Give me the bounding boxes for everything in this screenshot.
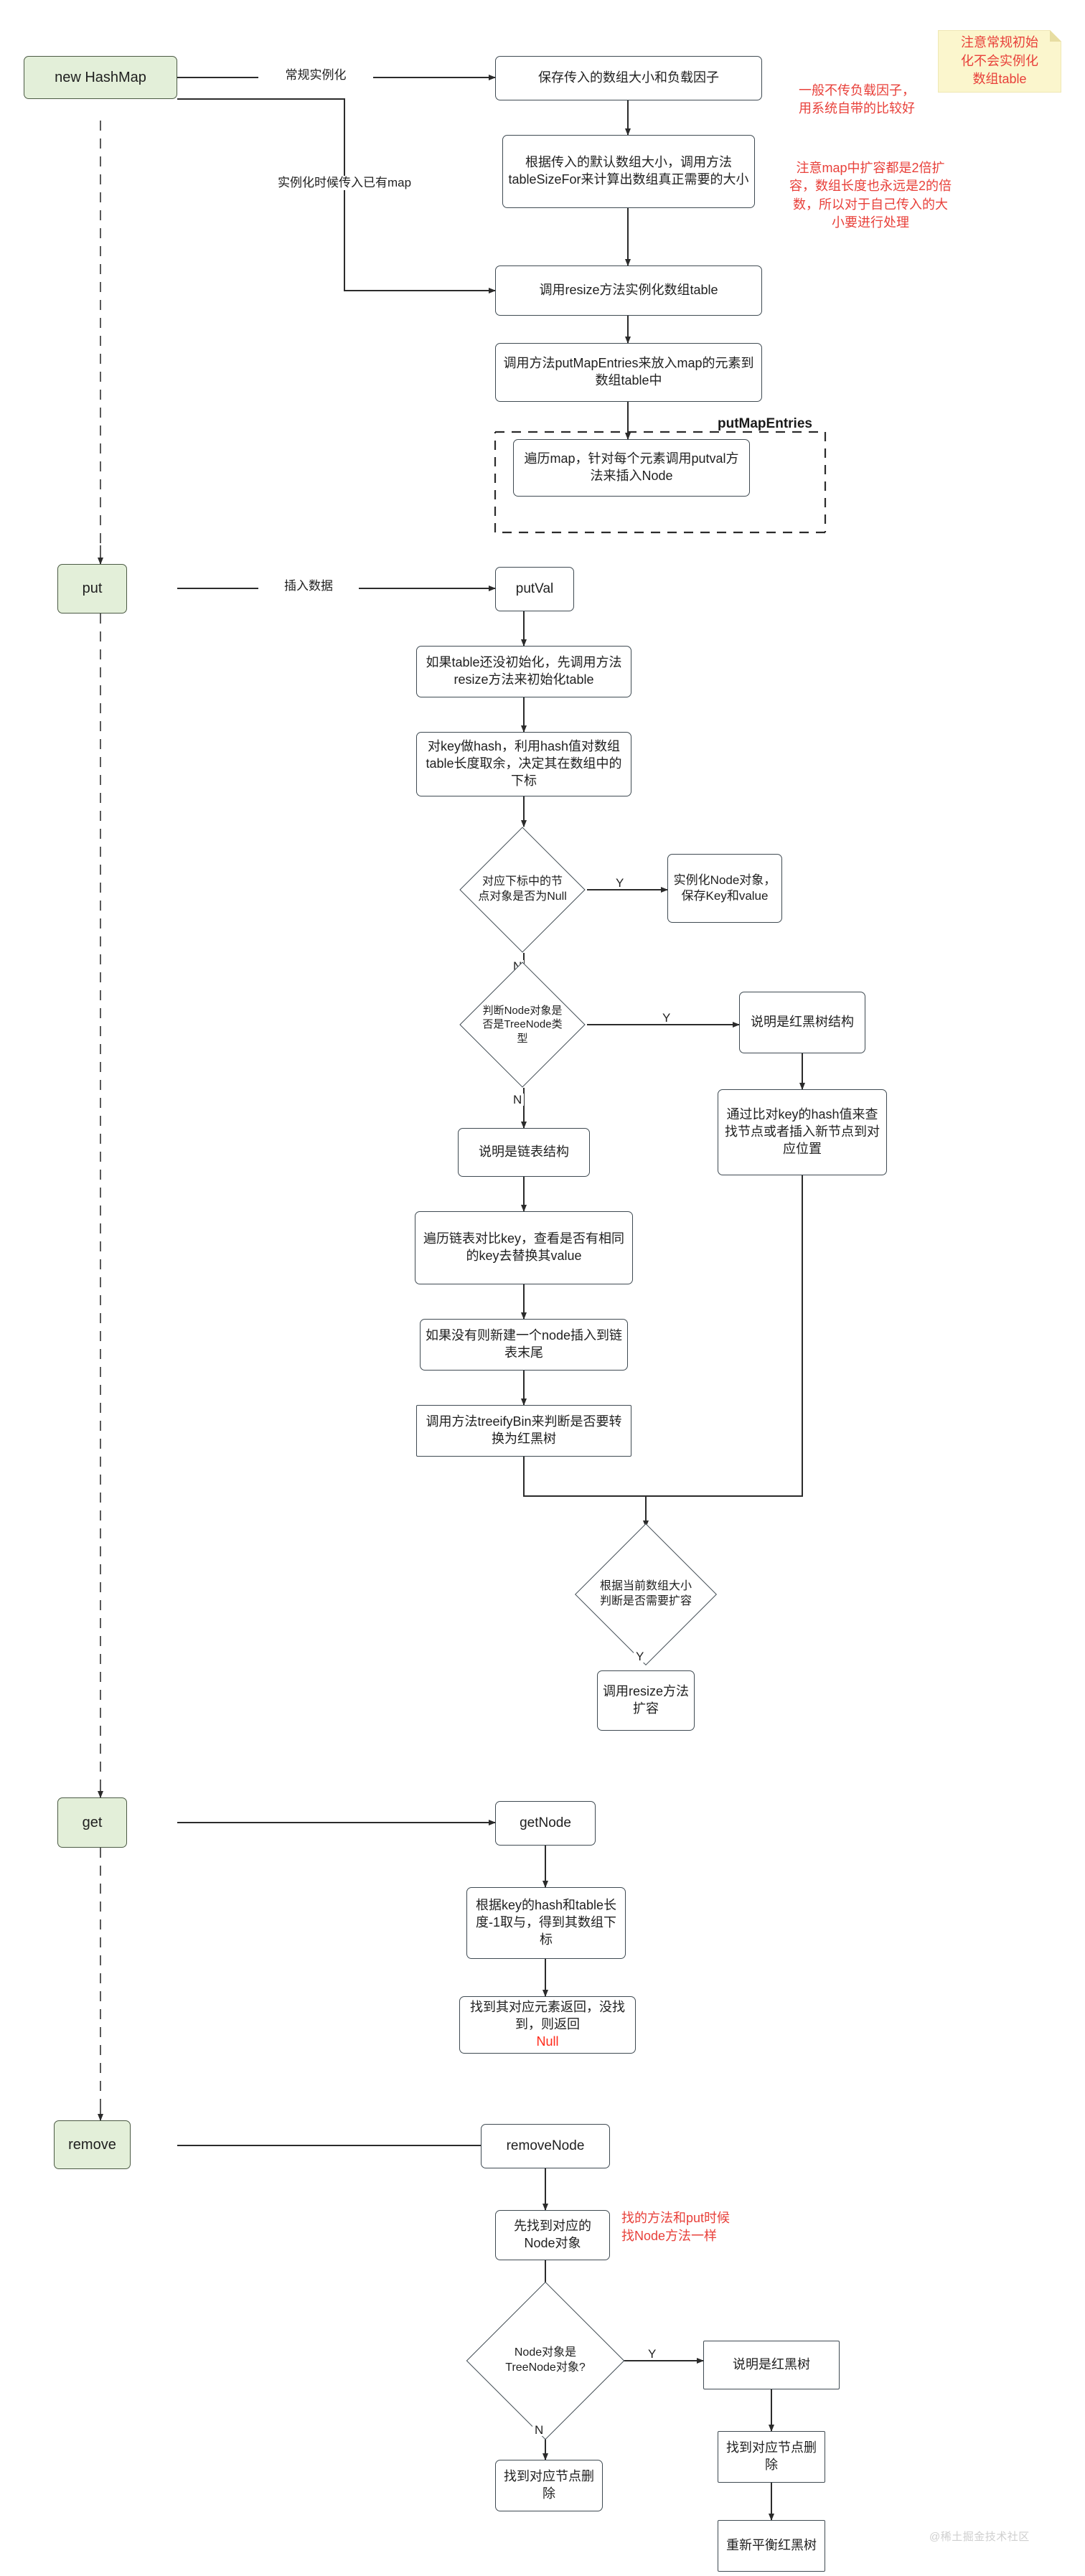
node-remove-find-delete-list[interactable]: 找到对应节点删除 <box>495 2460 603 2511</box>
decision-is-node-null[interactable]: 对应下标中的节点对象是否为Null <box>459 827 586 953</box>
node-save-params[interactable]: 保存传入的数组大小和负载因子 <box>495 56 762 100</box>
decision-remove-is-treenode-label: Node对象是TreeNode对象? <box>505 2346 586 2374</box>
edge-label-insert-data: 插入数据 <box>258 579 359 594</box>
edge-label-instantiate-with-map: 实例化时候传入已有map <box>237 176 452 191</box>
branch-label-resize-yes: Y <box>634 1650 647 1663</box>
node-init-table-if-null[interactable]: 如果table还没初始化，先调用方法resize方法来初始化table <box>416 646 631 697</box>
lifeline-remove[interactable]: remove <box>54 2120 131 2169</box>
node-putval[interactable]: putVal <box>495 567 574 611</box>
decision-is-node-null-label: 对应下标中的节点对象是否为Null <box>478 875 567 903</box>
branch-label-treenode-yes: Y <box>660 1012 673 1024</box>
node-rebalance-rbtree[interactable]: 重新平衡红黑树 <box>718 2520 825 2572</box>
node-remove-find-delete-tree[interactable]: 找到对应节点删除 <box>718 2431 825 2483</box>
node-resize-init-table[interactable]: 调用resize方法实例化数组table <box>495 265 762 316</box>
note-load-factor: 一般不传负载因子， 用系统自带的比较好 <box>799 83 915 116</box>
node-remove-is-rbtree[interactable]: 说明是红黑树 <box>703 2341 840 2389</box>
lifeline-get-label: get <box>82 1814 103 1830</box>
decision-remove-is-treenode[interactable]: Node对象是TreeNode对象? <box>466 2281 625 2440</box>
lifeline-get[interactable]: get <box>57 1797 127 1848</box>
edge-label-normal-instantiate: 常规实例化 <box>258 68 373 83</box>
node-find-node-first[interactable]: 先找到对应的Node对象 <box>495 2210 610 2260</box>
node-new-node-save-kv[interactable]: 实例化Node对象，保存Key和value <box>667 854 782 923</box>
node-hash-and-index[interactable]: 根据key的hash和table长度-1取与，得到其数组下标 <box>466 1887 626 1959</box>
node-compare-hash-insert[interactable]: 通过比对key的hash值来查找节点或者插入新节点到对应位置 <box>718 1089 887 1175</box>
group-label-put-map-entries: putMapEntries <box>718 416 812 431</box>
branch-label-remove-treenode-yes: Y <box>646 2348 659 2360</box>
branch-label-null-yes: Y <box>614 877 626 889</box>
node-getnode[interactable]: getNode <box>495 1801 596 1846</box>
note-double-capacity: 注意map中扩容都是2倍扩 容，数组长度也永远是2的倍 数，所以对于自己传入的大… <box>789 160 952 230</box>
lifeline-new-hashmap-label: new HashMap <box>55 69 146 85</box>
note-same-as-put: 找的方法和put时候 找Node方法一样 <box>621 2210 731 2244</box>
sticky-fold-corner <box>1050 30 1061 42</box>
null-highlight: Null <box>536 2034 559 2049</box>
decision-is-treenode[interactable]: 判断Node对象是否是TreeNode类型 <box>459 962 586 1088</box>
branch-label-treenode-no: N <box>511 1094 525 1106</box>
lifeline-put-label: put <box>82 580 103 597</box>
node-call-resize[interactable]: 调用resize方法扩容 <box>597 1670 695 1731</box>
node-iterate-map-putval[interactable]: 遍历map，针对每个元素调用putval方法来插入Node <box>513 439 750 497</box>
watermark: @稀土掘金技术社区 <box>929 2531 1030 2543</box>
node-iterate-list-replace[interactable]: 遍历链表对比key，查看是否有相同的key去替换其value <box>415 1211 633 1284</box>
node-table-size-for[interactable]: 根据传入的默认数组大小，调用方法tableSizeFor来计算出数组真正需要的大… <box>502 135 755 208</box>
node-is-rbtree[interactable]: 说明是红黑树结构 <box>739 992 865 1053</box>
branch-label-remove-treenode-no: N <box>532 2424 546 2436</box>
node-is-linkedlist[interactable]: 说明是链表结构 <box>458 1128 590 1177</box>
lifeline-remove-label: remove <box>68 2136 116 2153</box>
node-treeify-bin[interactable]: 调用方法treeifyBin来判断是否要转换为红黑树 <box>416 1405 631 1457</box>
decision-is-treenode-label: 判断Node对象是否是TreeNode类型 <box>482 1004 563 1045</box>
node-hash-key-index[interactable]: 对key做hash，利用hash值对数组table长度取余，决定其在数组中的下标 <box>416 732 631 796</box>
node-put-map-entries[interactable]: 调用方法putMapEntries来放入map的元素到数组table中 <box>495 343 762 402</box>
lifeline-new-hashmap[interactable]: new HashMap <box>24 56 177 99</box>
decision-need-resize-label: 根据当前数组大小判断是否需要扩容 <box>599 1580 692 1607</box>
node-removenode[interactable]: removeNode <box>481 2124 610 2168</box>
node-new-node-append[interactable]: 如果没有则新建一个node插入到链表末尾 <box>420 1319 628 1371</box>
note-no-table-init: 注意常规初始 化不会实例化 数组table <box>938 30 1061 93</box>
decision-need-resize[interactable]: 根据当前数组大小判断是否需要扩容 <box>575 1523 717 1665</box>
lifeline-put[interactable]: put <box>57 564 127 614</box>
